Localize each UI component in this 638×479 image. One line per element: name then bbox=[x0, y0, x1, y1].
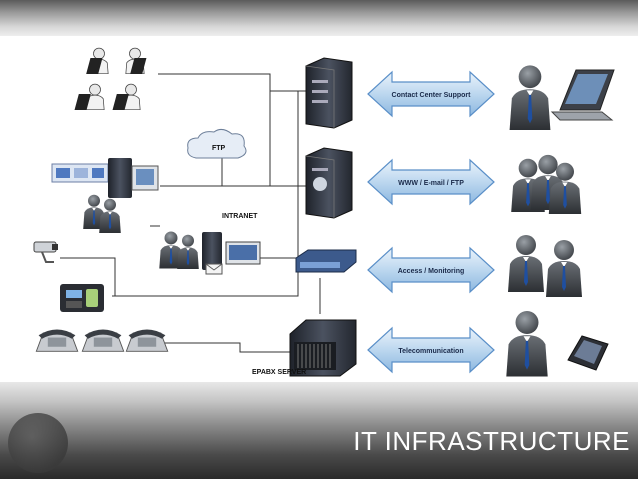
biometric-device-icon bbox=[60, 284, 104, 312]
service-arrow-1 bbox=[367, 70, 495, 118]
service-label-contact-center: Contact Center Support bbox=[392, 92, 472, 99]
epabx-server-icon bbox=[289, 319, 357, 377]
network-switch-icon bbox=[295, 249, 357, 273]
service-label-www-email-ftp: WWW / E-mail / FTP bbox=[398, 180, 464, 187]
telecom-user-with-phone-icon bbox=[506, 310, 609, 377]
line-clients-to-server1 bbox=[158, 73, 306, 92]
ftp-cloud-icon bbox=[187, 128, 247, 159]
line-biometric-to-switch bbox=[112, 270, 299, 297]
workstation-icon bbox=[51, 158, 159, 233]
monitoring-staff-icon bbox=[508, 235, 582, 297]
company-logo-icon bbox=[8, 413, 68, 473]
epabx-server-label: EPABX SERVER bbox=[252, 369, 306, 376]
service-label-access-monitoring: Access / Monitoring bbox=[398, 268, 465, 275]
bottom-band bbox=[0, 382, 638, 479]
intranet-workstations-icon bbox=[159, 231, 261, 275]
client-users-icon bbox=[74, 42, 156, 114]
web-mail-server-icon bbox=[305, 147, 353, 219]
intranet-label: INTRANET bbox=[222, 213, 258, 220]
cctv-camera-icon bbox=[33, 241, 58, 263]
ftp-cloud-label: FTP bbox=[212, 145, 226, 152]
network-diagram: FTP INTRANET bbox=[33, 42, 615, 377]
connection-lines bbox=[60, 73, 321, 353]
top-band bbox=[0, 0, 638, 36]
support-agent-with-laptop-icon bbox=[509, 65, 615, 130]
slide-title: IT INFRASTRUCTURE bbox=[353, 426, 630, 456]
line-phones-to-epabx bbox=[165, 342, 290, 353]
service-arrow-4 bbox=[367, 326, 495, 374]
service-arrow-3 bbox=[367, 246, 495, 294]
web-users-group-icon bbox=[511, 154, 582, 214]
desk-phones-icon bbox=[35, 328, 169, 352]
application-server-icon bbox=[305, 57, 353, 129]
service-label-telecommunication: Telecommunication bbox=[398, 348, 463, 355]
service-arrow-2 bbox=[367, 158, 495, 206]
